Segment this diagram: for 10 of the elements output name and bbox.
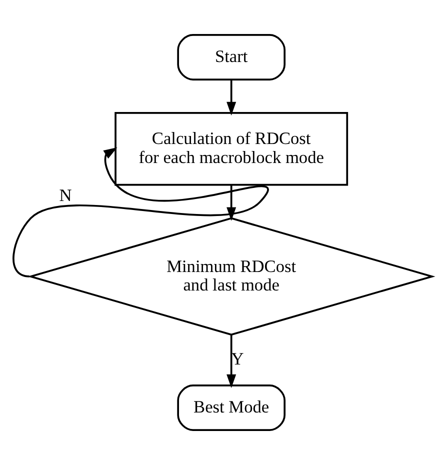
node-diamond: Minimum RDCost and last mode [27,217,436,336]
node-box: Best Mode [177,384,286,431]
node-box: Calculation of RDCost for each macroblock mode [114,112,348,186]
arrow [226,80,236,116]
edge-label: N [59,186,72,205]
edge-label: Y [231,350,244,369]
arrow [226,334,236,388]
node-box: Start [177,34,286,80]
arrow [12,147,268,278]
arrow [226,184,236,221]
